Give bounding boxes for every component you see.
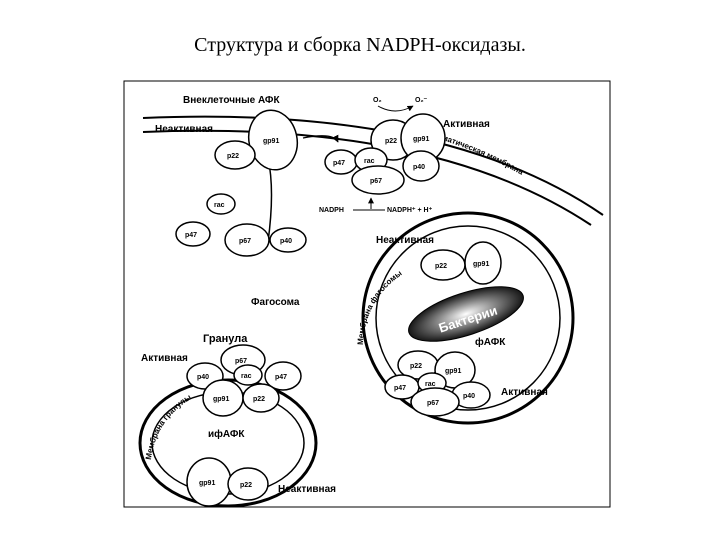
- inactive-membrane-complex: gp91 p22: [214, 109, 299, 171]
- gp91-label: gp91: [473, 261, 489, 268]
- active-top-label: Активная: [443, 119, 490, 130]
- p22-subunit: [242, 383, 280, 413]
- p47-label: p47: [394, 385, 406, 392]
- o2-superoxide-label: O₂⁻: [415, 97, 428, 104]
- if-ros-label: ифАФК: [208, 428, 245, 440]
- rac-label: rac: [214, 202, 225, 209]
- nadp-label: NADPH⁺ + H⁺: [387, 207, 433, 214]
- nadph-oxidase-diagram: Плазматическая мембрана Внеклеточные АФК…: [123, 80, 611, 508]
- p67-subunit: [410, 387, 460, 417]
- gp91-label: gp91: [199, 480, 215, 487]
- p22-label: p22: [227, 153, 239, 160]
- p22-label: p22: [240, 482, 252, 489]
- f-ros-label: фАФК: [475, 336, 506, 348]
- phagosome-inactive-complex: p22 gp91: [420, 241, 502, 285]
- gp91-subunit: [464, 241, 502, 285]
- figure-frame: [123, 80, 611, 508]
- p67-label: p67: [370, 178, 382, 185]
- granule-inactive-complex: gp91 p22: [186, 457, 269, 507]
- p67-subunit: [224, 223, 270, 257]
- rac-label: rac: [425, 381, 436, 388]
- p40-subunit: [402, 150, 440, 182]
- p22-label: p22: [410, 363, 422, 370]
- slide-title: Структура и сборка NADPH-оксидазы.: [194, 34, 526, 56]
- p47-label: p47: [185, 232, 197, 239]
- gp91-label: gp91: [213, 396, 229, 403]
- active-phagosome-label: Активная: [501, 387, 548, 398]
- assembly-arrow: [302, 134, 339, 143]
- inactive-phagosome-label: Неактивная: [376, 235, 434, 246]
- cytosolic-subunits: rac p47 p67 p40: [175, 193, 307, 257]
- p22-subunit: [214, 140, 256, 170]
- rac-label: rac: [241, 373, 252, 380]
- p40-label: p40: [413, 164, 425, 171]
- p40-label: p40: [280, 238, 292, 245]
- active-granule-label: Активная: [141, 353, 188, 364]
- bacterium: [408, 286, 524, 342]
- p67-subunit: [351, 165, 405, 195]
- granule-membrane-label: Мембрана гранулы: [144, 393, 193, 461]
- active-membrane-complex: p22 gp91 p47 rac p40 p67: [324, 113, 446, 195]
- p67-label: p67: [235, 358, 247, 365]
- p47-subunit: [264, 361, 302, 391]
- o2-label: O₂: [373, 97, 382, 104]
- rac-subunit: [233, 364, 263, 386]
- phagosome-label: Фагосома: [251, 297, 300, 308]
- p40-subunit: [269, 227, 307, 253]
- p67-label: p67: [427, 400, 439, 407]
- translocation-arrow: [265, 157, 275, 243]
- o2-conversion-arrow: [377, 105, 414, 112]
- granule-label: Гранула: [203, 333, 248, 345]
- gp91-label: gp91: [445, 368, 461, 375]
- phagosome-membrane-outer: [361, 211, 575, 425]
- p47-label: p47: [275, 374, 287, 381]
- inactive-granule-label: Неактивная: [278, 484, 336, 495]
- extracellular-ros-label: Внеклеточные АФК: [183, 95, 280, 106]
- p67-label: p67: [239, 238, 251, 245]
- phagosome-membrane-inner: [375, 225, 561, 411]
- p47-label: p47: [333, 160, 345, 167]
- inactive-top-label: Неактивная: [155, 124, 213, 135]
- p22-label: p22: [253, 396, 265, 403]
- rac-label: rac: [364, 158, 375, 165]
- p22-subunit: [227, 467, 269, 501]
- granule-active-complex: p67 p40 rac p47 gp91 p22: [186, 344, 302, 417]
- gp91-label: gp91: [263, 138, 279, 145]
- rac-subunit: [206, 193, 236, 215]
- phagosome-active-complex: p22 gp91 p47 rac p40 p67: [384, 350, 491, 417]
- p40-label: p40: [197, 374, 209, 381]
- p47-subunit: [175, 221, 211, 247]
- nadph-label: NADPH: [319, 207, 344, 214]
- p22-label: p22: [385, 138, 397, 145]
- p22-label: p22: [435, 263, 447, 270]
- gp91-label: gp91: [413, 136, 429, 143]
- p40-label: p40: [463, 393, 475, 400]
